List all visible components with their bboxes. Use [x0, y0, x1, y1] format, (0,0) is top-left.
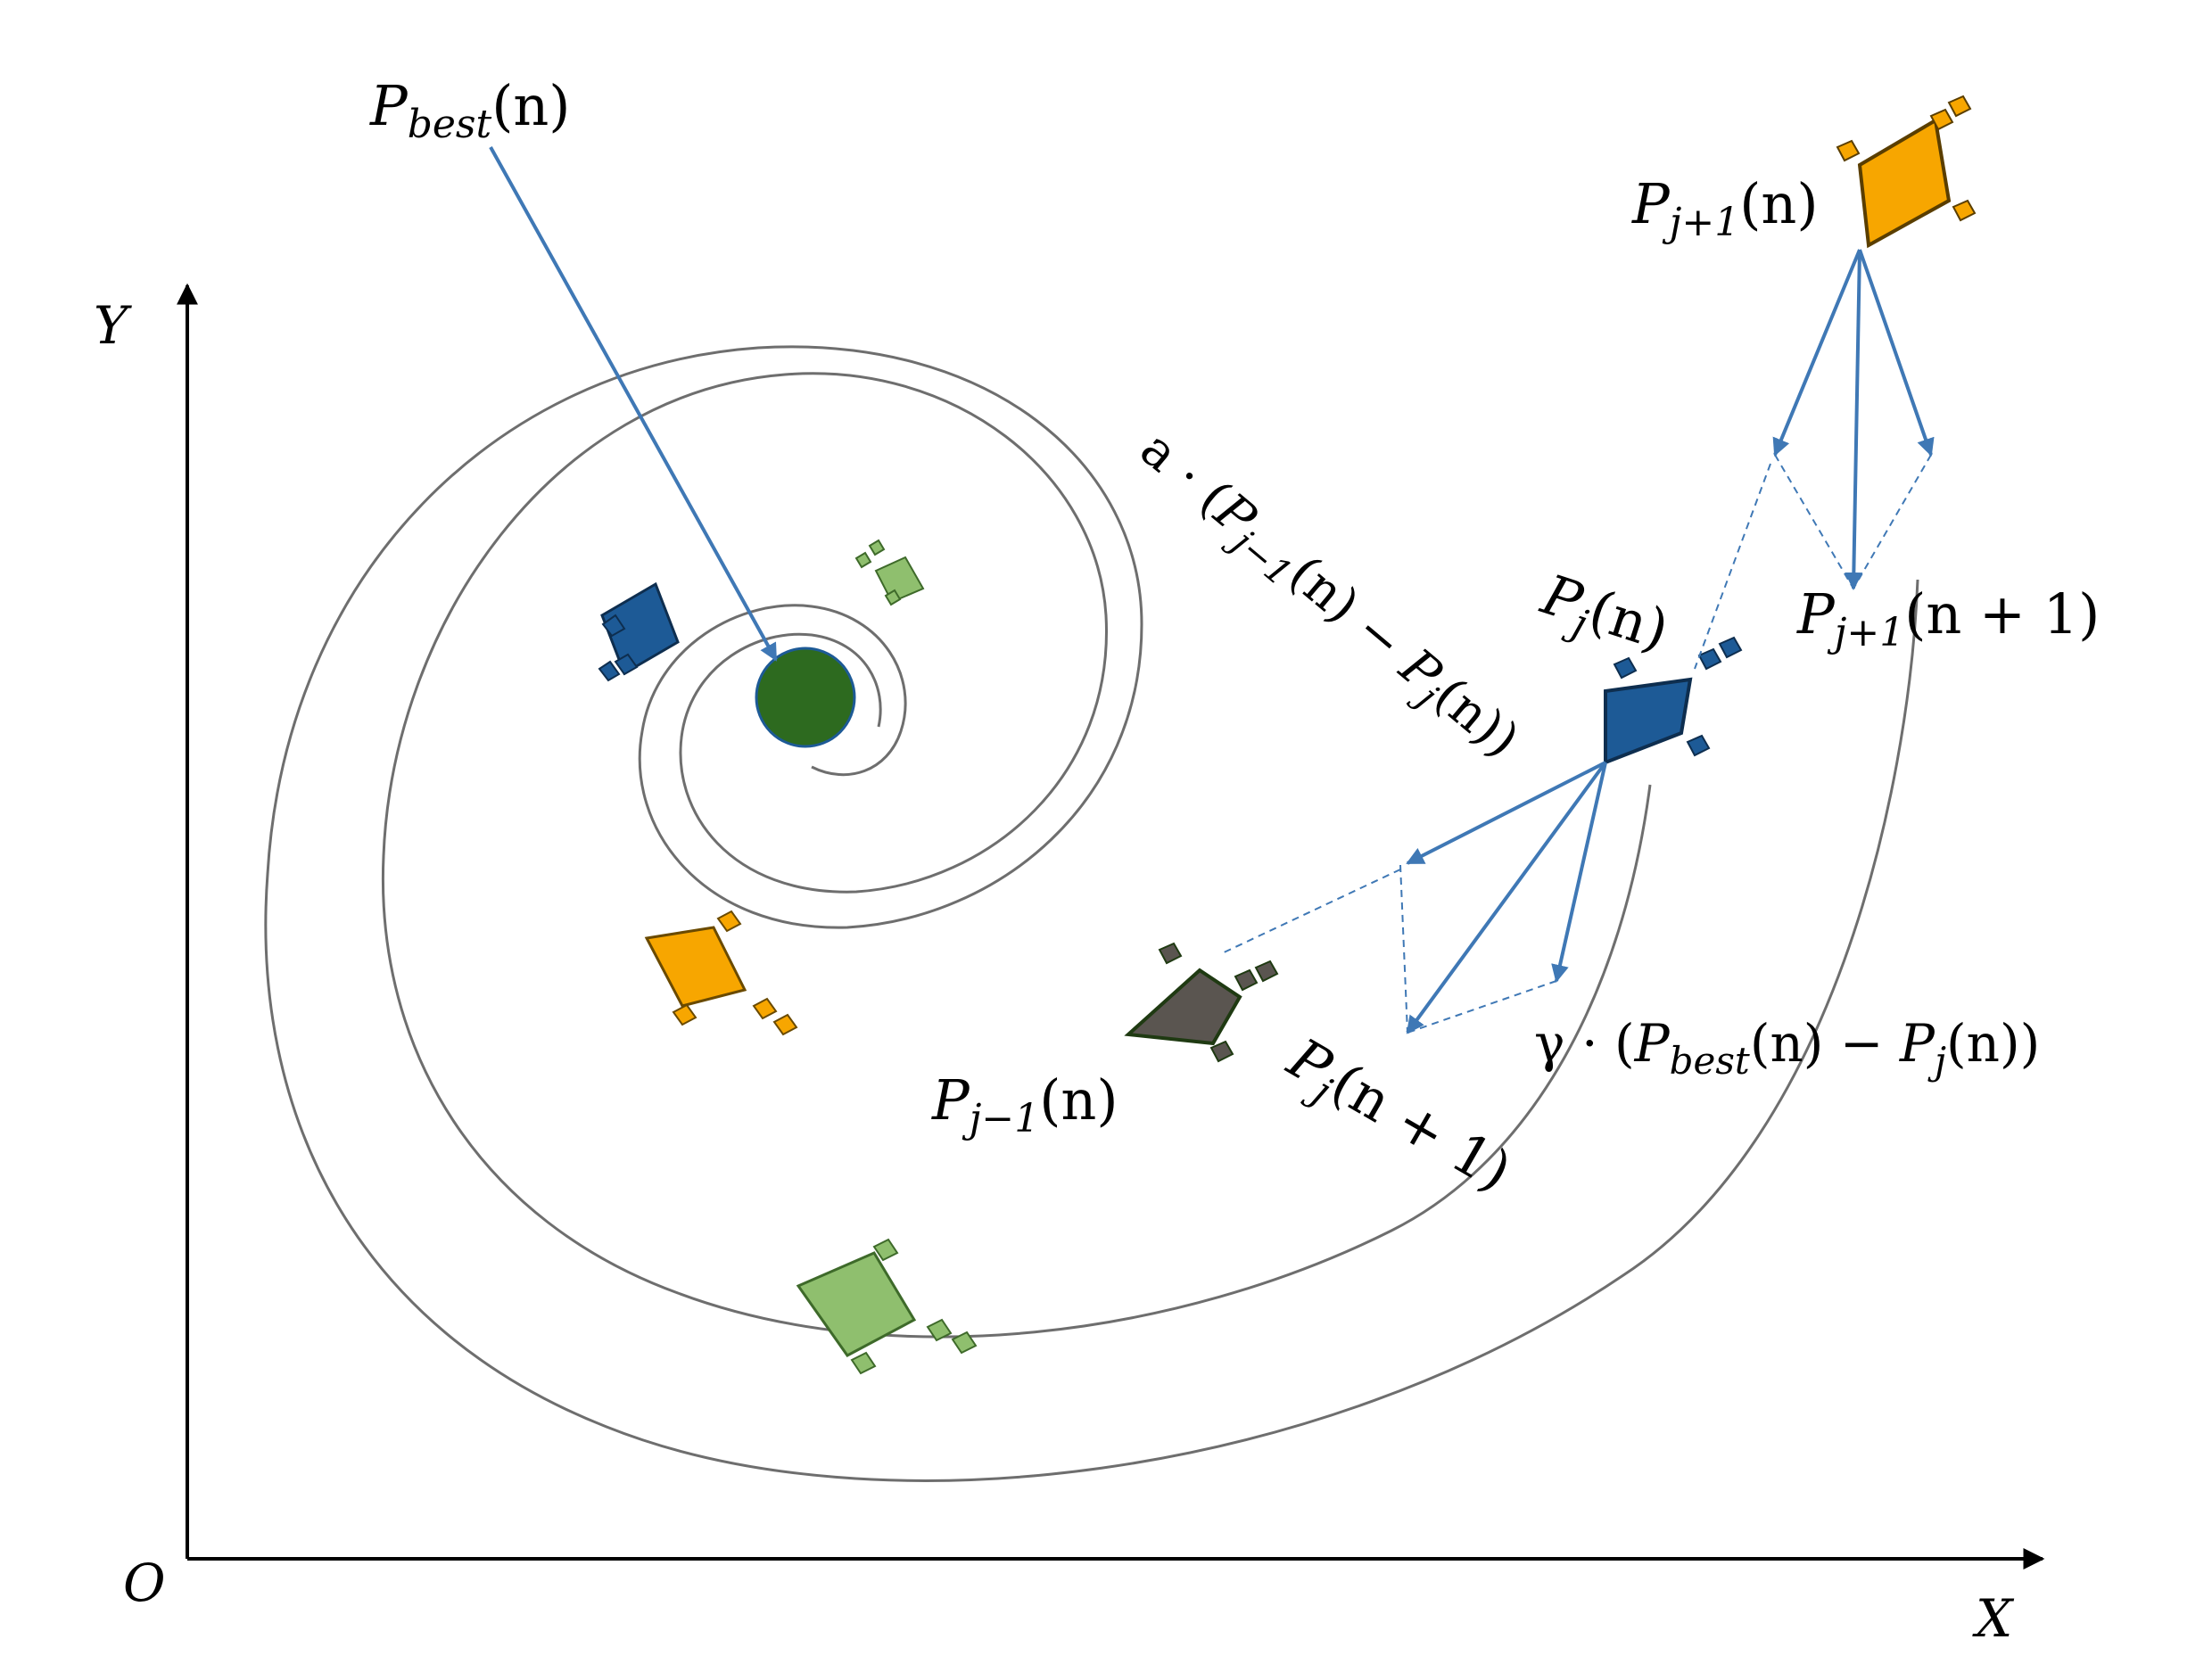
origin-label: O: [123, 1553, 166, 1613]
label-p-j-minus-1-n: Pj−1(n): [931, 1067, 1118, 1141]
y-axis-label: Y: [94, 295, 132, 356]
vector-resultant: [1406, 761, 1607, 1034]
label-term-a: a · (Pj−1(n) − Pj(n)): [1125, 420, 1530, 775]
label-p-j-n-plus-1: Pj(n + 1): [1273, 1025, 1523, 1212]
best-pointer-arrow: [489, 146, 778, 662]
kite-dark-blue-small: [598, 581, 680, 682]
parallelogram-p-j-plus-1: [1694, 454, 1932, 670]
label-p-best: Pbest(n): [369, 73, 571, 147]
label-p-j-n: Pj(n): [1531, 562, 1676, 672]
vector-left: [1772, 249, 1861, 457]
vector-resultant: [1845, 249, 1863, 590]
vector-to-best: [1551, 762, 1607, 983]
kite-p-j: [1604, 636, 1743, 765]
kite-light-green-large: [796, 1238, 978, 1375]
best-position-marker: [755, 647, 856, 748]
vector-right: [1858, 249, 1935, 457]
kite-orange-left: [644, 910, 798, 1036]
label-term-gamma: γ · (Pbest(n) − Pj(n)): [1534, 1013, 2040, 1083]
label-p-j-plus-1-n-plus-1: Pj+1(n + 1): [1796, 581, 2100, 655]
update-vectors-p-j-plus-1: [1772, 249, 1935, 590]
parallelogram-p-j: [1219, 864, 1557, 1034]
spiral-path: [264, 345, 1919, 1482]
x-axis-label: X: [1972, 1588, 2015, 1649]
update-vectors-p-j: [1406, 761, 1607, 1034]
label-p-j-plus-1-n: Pj+1(n): [1631, 171, 1819, 245]
kite-p-j-minus-1: [1124, 942, 1279, 1063]
vector-to-neighbor: [1406, 761, 1606, 865]
kite-p-j-plus-1: [1836, 95, 1977, 249]
spiral-outer-rail: [264, 345, 1919, 1482]
coordinate-axes: [177, 283, 2045, 1569]
spiral-inner-rail: [381, 372, 1652, 1339]
kite-light-green-small: [854, 539, 925, 606]
